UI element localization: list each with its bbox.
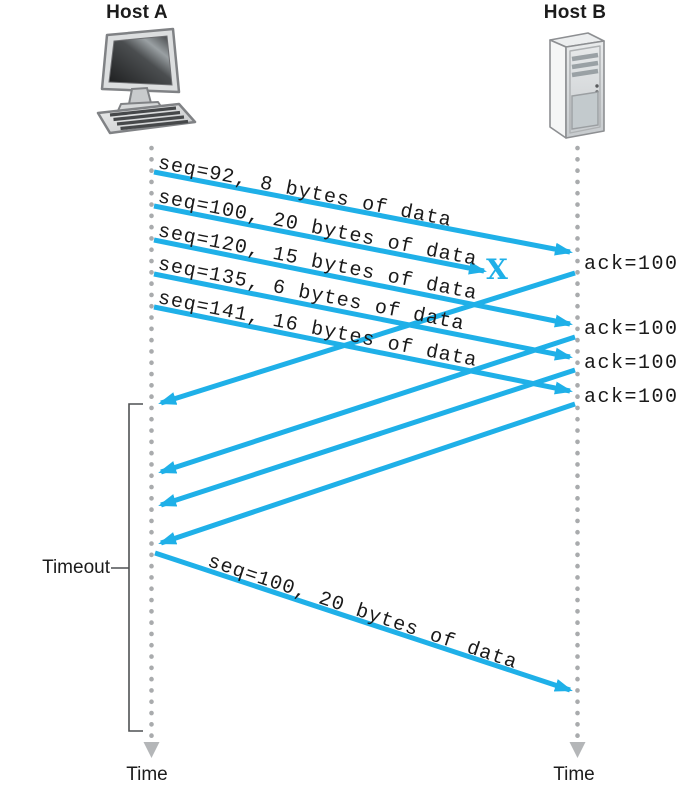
ack-arrow-3	[158, 367, 576, 508]
ack-label-3: ack=100	[584, 352, 679, 375]
host-b-time-arrowhead-icon	[569, 742, 586, 758]
host-b-server-icon	[549, 32, 605, 139]
ack-label-1: ack=100	[584, 253, 679, 276]
retransmission-arrow-seq100	[154, 550, 573, 693]
segment-arrow-seq135	[153, 271, 573, 361]
ack-label-4: ack=100	[584, 386, 679, 409]
ack-arrow-2	[158, 334, 576, 475]
segment-arrow-seq92	[153, 169, 573, 256]
segment-arrow-seq141	[153, 304, 573, 395]
host-a-computer-icon	[96, 27, 197, 135]
packet-loss-x-marker: X	[486, 253, 508, 287]
ack-arrow-1	[158, 270, 576, 406]
ack-arrow-4	[158, 401, 576, 546]
segment-arrow-seq120	[153, 237, 573, 328]
host-a-time-label: Time	[126, 764, 168, 785]
host-b-label: Host B	[543, 2, 607, 23]
host-a-time-arrowhead-icon	[143, 742, 160, 758]
host-b-time-label: Time	[553, 764, 595, 785]
ack-label-2: ack=100	[584, 318, 679, 341]
segment-arrow-seq100-lost	[153, 203, 487, 275]
timeout-bracket	[128, 403, 143, 732]
host-a-label: Host A	[106, 2, 168, 23]
timeout-label: Timeout	[42, 557, 110, 578]
